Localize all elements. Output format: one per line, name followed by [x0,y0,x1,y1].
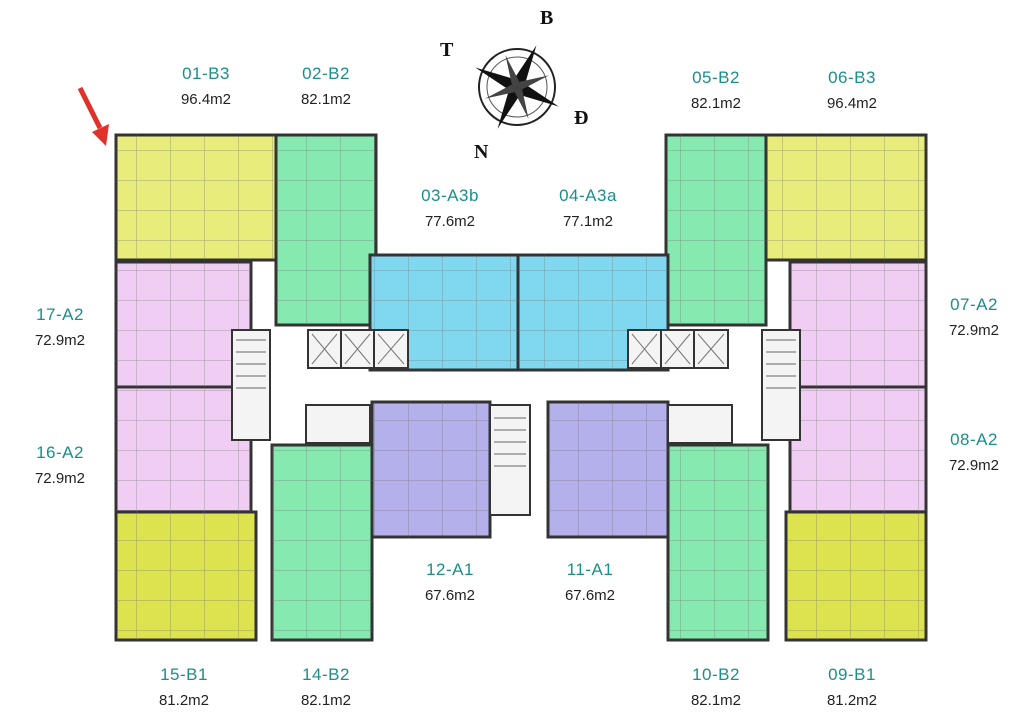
compass-rose [475,45,559,129]
compass-west: T [440,39,454,61]
service-core-right [667,329,801,444]
elevator-bank-right [627,329,729,369]
compass-east: Đ [574,107,588,129]
service-core-left [231,329,371,444]
compass-north: B [540,7,553,29]
elevator-bank-left [307,329,409,369]
stair-center [489,404,531,516]
pointer-arrow [77,86,109,146]
room-partitions [116,135,926,640]
compass-south: N [474,141,489,163]
